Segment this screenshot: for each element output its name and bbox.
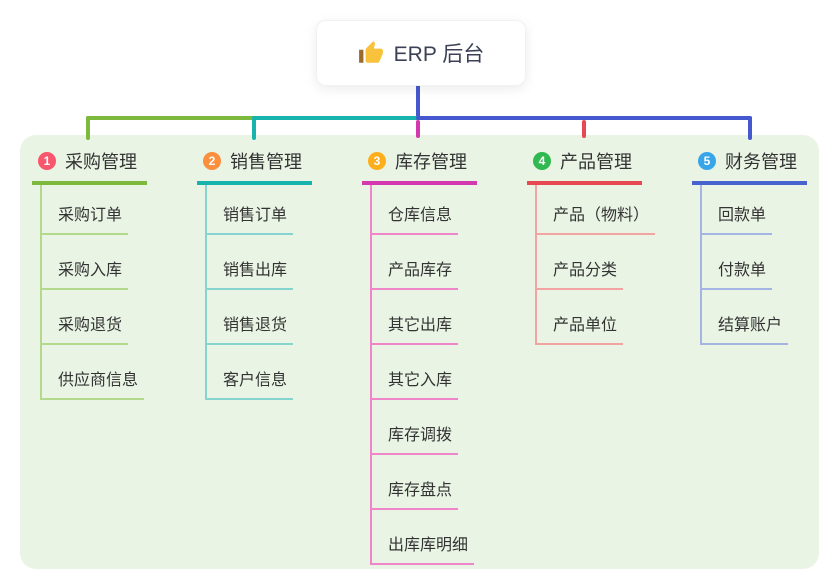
subtopic-outbound-detail[interactable]: 出库库明细: [372, 510, 475, 565]
subtopic-label: 库存调拨: [388, 427, 453, 444]
subtopic-label: 销售订单: [223, 207, 288, 224]
branch-inventory: 3 库存管理 仓库信息 产品库存 其它出库 其它入库 库存调拨 库存盘点 出库库…: [362, 148, 477, 565]
subtopic-product-material[interactable]: 产品（物料）: [537, 185, 656, 235]
subtopic-purchase-inbound[interactable]: 采购入库: [42, 235, 129, 290]
branch-label: 采购管理: [65, 152, 137, 172]
subtopic-label: 采购入库: [58, 262, 123, 279]
branch-children-purchase: 采购订单 采购入库 采购退货 供应商信息: [40, 185, 147, 400]
thumbs-up-icon: [358, 41, 383, 63]
branch-header-product[interactable]: 4 产品管理: [527, 148, 642, 185]
badge-4: 4: [533, 152, 551, 170]
connector-drop-sales: [252, 116, 256, 140]
subtopic-stock-transfer[interactable]: 库存调拨: [372, 400, 459, 455]
badge-3: 3: [368, 152, 386, 170]
subtopic-product-category[interactable]: 产品分类: [537, 235, 624, 290]
connector-drop-purchase: [86, 116, 90, 140]
subtopic-label: 出库库明细: [388, 537, 469, 554]
connector-root-stem: [416, 84, 420, 118]
badge-5: 5: [698, 152, 716, 170]
subtopic-label: 销售退货: [223, 317, 288, 334]
badge-1: 1: [38, 152, 56, 170]
subtopic-customer-info[interactable]: 客户信息: [207, 345, 294, 400]
subtopic-label: 库存盘点: [388, 482, 453, 499]
subtopic-supplier-info[interactable]: 供应商信息: [42, 345, 145, 400]
connector-bus-sales: [252, 116, 420, 120]
branch-children-inventory: 仓库信息 产品库存 其它出库 其它入库 库存调拨 库存盘点 出库库明细: [370, 185, 477, 565]
subtopic-label: 产品分类: [553, 262, 618, 279]
branch-children-sales: 销售订单 销售出库 销售退货 客户信息: [205, 185, 312, 400]
subtopic-product-stock[interactable]: 产品库存: [372, 235, 459, 290]
subtopic-label: 结算账户: [718, 317, 783, 334]
subtopic-label: 采购退货: [58, 317, 123, 334]
branch-label: 销售管理: [230, 152, 302, 172]
connector-bus-finance: [416, 116, 752, 120]
subtopic-label: 客户信息: [223, 372, 288, 389]
subtopic-label: 付款单: [718, 262, 767, 279]
subtopic-payment-bill[interactable]: 付款单: [702, 235, 773, 290]
branch-finance: 5 财务管理 回款单 付款单 结算账户: [692, 148, 807, 345]
subtopic-label: 其它出库: [388, 317, 453, 334]
subtopic-settlement-account[interactable]: 结算账户: [702, 290, 789, 345]
subtopic-stock-count[interactable]: 库存盘点: [372, 455, 459, 510]
subtopic-other-outbound[interactable]: 其它出库: [372, 290, 459, 345]
connector-drop-product: [582, 120, 586, 138]
subtopic-receipt-bill[interactable]: 回款单: [702, 185, 773, 235]
subtopic-label: 产品库存: [388, 262, 453, 279]
subtopic-other-inbound[interactable]: 其它入库: [372, 345, 459, 400]
subtopic-product-unit[interactable]: 产品单位: [537, 290, 624, 345]
branch-purchase: 1 采购管理 采购订单 采购入库 采购退货 供应商信息: [32, 148, 147, 400]
branch-label: 财务管理: [725, 152, 797, 172]
subtopic-sales-order[interactable]: 销售订单: [207, 185, 294, 235]
branch-header-finance[interactable]: 5 财务管理: [692, 148, 807, 185]
subtopic-label: 回款单: [718, 207, 767, 224]
subtopic-label: 采购订单: [58, 207, 123, 224]
subtopic-sales-outbound[interactable]: 销售出库: [207, 235, 294, 290]
branch-header-sales[interactable]: 2 销售管理: [197, 148, 312, 185]
branch-label: 库存管理: [395, 152, 467, 172]
subtopic-label: 其它入库: [388, 372, 453, 389]
subtopic-purchase-return[interactable]: 采购退货: [42, 290, 129, 345]
subtopic-label: 销售出库: [223, 262, 288, 279]
connector-drop-inventory: [416, 120, 420, 138]
subtopic-label: 供应商信息: [58, 372, 139, 389]
branch-label: 产品管理: [560, 152, 632, 172]
subtopic-label: 产品（物料）: [553, 207, 650, 224]
branch-header-inventory[interactable]: 3 库存管理: [362, 148, 477, 185]
connector-drop-finance: [748, 116, 752, 140]
mindmap-canvas: [20, 135, 819, 569]
branch-sales: 2 销售管理 销售订单 销售出库 销售退货 客户信息: [197, 148, 312, 400]
subtopic-warehouse-info[interactable]: 仓库信息: [372, 185, 459, 235]
root-topic-erp-backend[interactable]: ERP 后台: [316, 20, 526, 86]
subtopic-label: 仓库信息: [388, 207, 453, 224]
root-topic-label: ERP 后台: [393, 43, 485, 66]
branch-header-purchase[interactable]: 1 采购管理: [32, 148, 147, 185]
branch-children-finance: 回款单 付款单 结算账户: [700, 185, 807, 345]
subtopic-sales-return[interactable]: 销售退货: [207, 290, 294, 345]
branch-children-product: 产品（物料） 产品分类 产品单位: [535, 185, 656, 345]
subtopic-label: 产品单位: [553, 317, 618, 334]
subtopic-purchase-order[interactable]: 采购订单: [42, 185, 129, 235]
badge-2: 2: [203, 152, 221, 170]
connector-bus-purchase: [86, 116, 256, 120]
branch-product: 4 产品管理 产品（物料） 产品分类 产品单位: [527, 148, 656, 345]
